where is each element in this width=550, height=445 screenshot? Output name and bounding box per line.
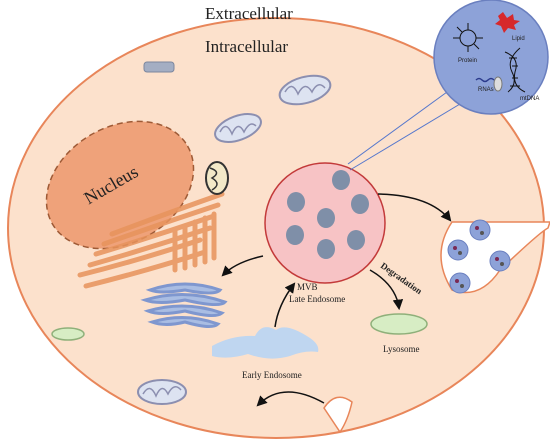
exosome-2: [447, 239, 469, 261]
rna-label: RNAs: [478, 87, 494, 93]
pathway-arrows: [221, 193, 452, 407]
exosome-3: [489, 250, 511, 272]
vesicle-capsule-icon: [493, 76, 503, 92]
lysosome: [370, 313, 428, 335]
rna-icon: [475, 77, 495, 83]
zoom-leader-2: [349, 97, 471, 171]
vesicle-blue-cylinder: [143, 61, 175, 73]
membrane-uptake-pocket: [323, 396, 353, 434]
arrow-uptake-to-endosome: [256, 391, 325, 407]
mtdna-label: mtDNA: [520, 96, 539, 102]
mitochondrion-2: [214, 113, 262, 143]
extracellular-label: Extracellular: [205, 4, 293, 23]
endoplasmic-reticulum: [77, 191, 225, 289]
exosome-4: [449, 272, 471, 294]
protein-icon: [453, 23, 483, 52]
released-exosomes: [447, 219, 511, 294]
arrow-to-release: [377, 193, 452, 222]
mitochondrion-3: [137, 379, 187, 405]
mtdna-icon: [504, 47, 526, 93]
vesicle-green-cylinder: [51, 327, 85, 341]
mitochondrion-dark: [205, 161, 229, 195]
lipid-label: Lipid: [512, 36, 525, 42]
early-endosome-label: Early Endosome: [242, 370, 302, 380]
arrow-to-golgi: [221, 255, 264, 277]
lipid-icon: [495, 12, 520, 33]
lysosome-label: Lysosome: [383, 344, 420, 354]
mitochondrion-1: [278, 74, 332, 106]
late-endosome-label: Late Endosome: [289, 294, 345, 304]
exosome-cargo-inset: Protein Lipid mtDNA RNAs: [433, 0, 549, 115]
early-endosome: [212, 327, 319, 359]
intraluminal-vesicles: [286, 170, 369, 259]
arrow-endosome-to-mvb: [274, 282, 296, 328]
protein-label: Protein: [458, 58, 477, 64]
arrow-to-lysosome: [369, 269, 404, 311]
mvb-label: MVB: [297, 282, 318, 292]
exosome-1: [469, 219, 491, 241]
intracellular-label: Intracellular: [205, 37, 288, 56]
golgi-apparatus: [140, 282, 228, 329]
zoom-leader-1: [347, 83, 459, 165]
